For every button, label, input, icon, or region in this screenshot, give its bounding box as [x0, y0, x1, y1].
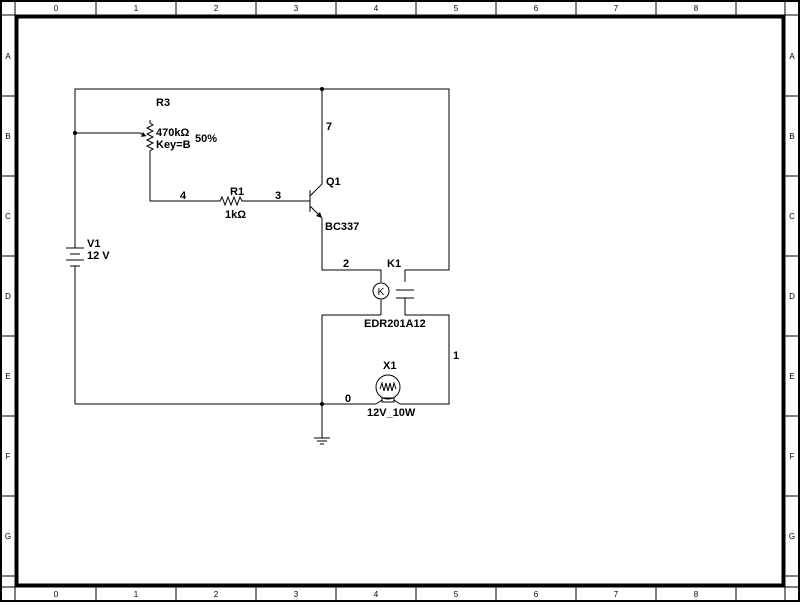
row-label-left: D [5, 292, 11, 301]
k1-model: EDR201A12 [364, 318, 426, 330]
col-label-top: 1 [134, 4, 139, 13]
net-label-0: 0 [345, 393, 351, 405]
junction-dot [320, 402, 324, 406]
col-label-bottom: 1 [134, 590, 139, 599]
column-labels: 0 1 2 3 4 5 6 7 8 0 1 2 3 4 5 6 7 8 [54, 4, 699, 599]
col-label-bottom: 2 [214, 590, 219, 599]
col-label-bottom: 6 [534, 590, 539, 599]
q1-model: BC337 [325, 221, 359, 233]
wire-net-3[interactable] [149, 150, 210, 202]
row-label-right: A [789, 52, 795, 61]
col-label-top: 2 [214, 4, 219, 13]
transistor-q1[interactable] [309, 183, 323, 219]
row-label-right: G [789, 532, 795, 541]
net-label-3: 4 [180, 190, 187, 202]
potentiometer-r3[interactable] [139, 120, 155, 156]
row-label-left: F [6, 452, 11, 461]
row-label-left: E [5, 372, 10, 381]
col-label-top: 0 [54, 4, 59, 13]
net-label-2: 2 [343, 258, 349, 270]
q1-ref: Q1 [326, 176, 341, 188]
r1-ref: R1 [230, 186, 244, 198]
row-label-right: D [789, 292, 795, 301]
wire-lamp-left[interactable] [321, 314, 381, 405]
row-label-right: E [789, 372, 794, 381]
row-label-left: B [5, 132, 10, 141]
wiper-arrow-icon [141, 132, 146, 137]
v1-value: 12 V [87, 250, 110, 262]
col-label-bottom: 0 [54, 590, 59, 599]
lamp-icon [375, 374, 401, 400]
v1-ref: V1 [87, 238, 100, 250]
resistor-r1[interactable] [210, 195, 251, 207]
relay-k1[interactable]: K [372, 282, 414, 300]
row-labels: A B C D E F G A B C D E F G [5, 52, 795, 541]
row-label-left: C [5, 212, 11, 221]
net-label-4: 3 [275, 190, 281, 202]
col-label-top: 7 [614, 4, 619, 13]
col-label-top: 4 [374, 4, 379, 13]
net-labels: 7 4 3 2 1 0 [180, 121, 459, 405]
lamp-filament-icon [379, 381, 397, 392]
net-label-1: 1 [453, 350, 459, 362]
r3-ref: R3 [156, 97, 170, 109]
emitter-arrow-icon [316, 212, 322, 218]
r3-key: Key=B [156, 139, 191, 151]
x1-value: 12V_10W [367, 407, 416, 419]
col-label-bottom: 8 [694, 590, 699, 599]
wire-net-1[interactable] [400, 298, 450, 405]
r3-value: 470kΩ [156, 127, 189, 139]
lamp-x1[interactable] [375, 374, 401, 405]
wires[interactable] [73, 87, 450, 438]
row-label-left: G [5, 532, 11, 541]
col-label-bottom: 5 [454, 590, 459, 599]
col-label-top: 5 [454, 4, 459, 13]
row-label-right: C [789, 212, 795, 221]
col-label-bottom: 7 [614, 590, 619, 599]
col-label-bottom: 3 [294, 590, 299, 599]
relay-coil-icon [372, 282, 390, 300]
r1-value: 1kΩ [225, 209, 246, 221]
wire-top-loop[interactable] [74, 88, 450, 404]
relay-coil-letter: K [378, 287, 385, 298]
row-label-right: B [789, 132, 794, 141]
r3-setting: 50% [195, 133, 217, 145]
ground-icon [314, 437, 330, 445]
col-label-top: 6 [534, 4, 539, 13]
col-label-top: 3 [294, 4, 299, 13]
row-label-right: F [790, 452, 795, 461]
junction-dot [73, 131, 77, 135]
col-label-bottom: 4 [374, 590, 379, 599]
wire-net-2[interactable] [321, 218, 382, 282]
x1-ref: X1 [383, 360, 396, 372]
row-label-left: A [5, 52, 11, 61]
battery-v1[interactable] [66, 244, 84, 270]
col-label-top: 8 [694, 4, 699, 13]
k1-ref: K1 [387, 258, 401, 270]
junction-dot [320, 87, 324, 91]
net-label-7: 7 [326, 121, 332, 133]
